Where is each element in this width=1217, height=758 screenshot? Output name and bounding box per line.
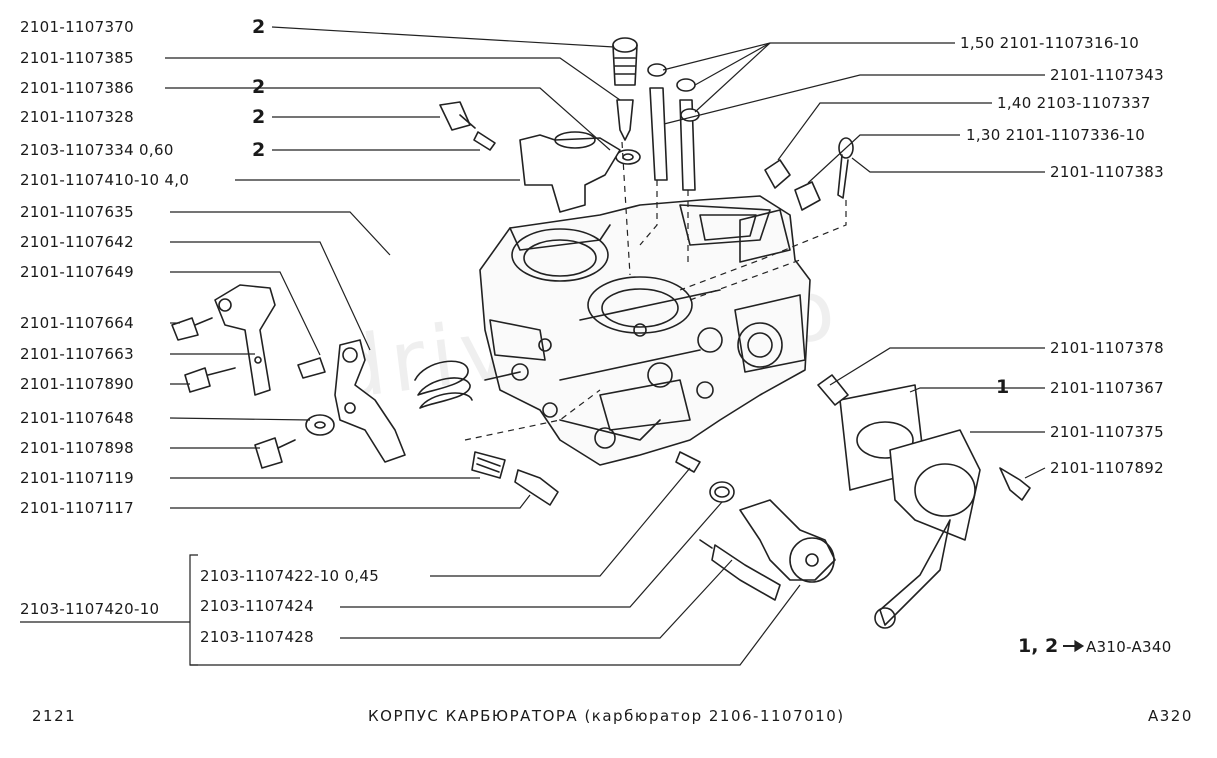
jets-right: [764, 137, 854, 211]
jet-cap-2101-1107370: [612, 37, 638, 86]
label-left-7: 2101-1107642: [20, 233, 134, 251]
label-right-3: 1,30 2101-1107336-10: [966, 126, 1146, 144]
label-left-2: 2101-1107386: [20, 79, 134, 97]
screw-2101-1107898: [254, 437, 296, 469]
label-left-15: 2101-1107117: [20, 499, 134, 517]
footer-title: КОРПУС КАРБЮРАТОРА (карбюратор 2106-1107…: [368, 707, 845, 725]
solenoid-valve: [739, 499, 836, 583]
leader-lines: [20, 26, 1085, 666]
label-right-1: 2101-1107343: [1050, 66, 1164, 84]
kit-item-1: 2103-1107424: [200, 597, 314, 615]
qty-left-0: 2: [252, 16, 266, 38]
ring-2103-1107424: [709, 481, 735, 503]
kit-item-2: 2103-1107428: [200, 628, 314, 646]
label-right-0: 1,50 2101-1107316-10: [960, 34, 1140, 52]
kit-code: 2103-1107420-10: [20, 600, 160, 618]
screw-2101-1107663: [297, 357, 326, 379]
label-right-8: 2101-1107892: [1050, 459, 1164, 477]
footer-page: A320: [1148, 707, 1193, 725]
screw-2101-1107890: [184, 367, 236, 393]
qty-left-4: 2: [252, 139, 266, 161]
jet-2103-1107334: [473, 131, 496, 151]
label-left-6: 2101-1107635: [20, 203, 134, 221]
kit-item-0: 2103-1107422-10 0,45: [200, 567, 380, 585]
screw-2101-1107328: [439, 101, 476, 131]
screw-2101-1107664: [171, 317, 213, 341]
label-right-5: 2101-1107378: [1050, 339, 1164, 357]
diaphragm-cover-2101-1107375: [874, 429, 981, 629]
label-left-12: 2101-1107648: [20, 409, 134, 427]
label-left-0: 2101-1107370: [20, 18, 134, 36]
valve-2103-1107428: [699, 539, 781, 601]
diffuser-2101-1107410-10: [519, 131, 621, 213]
needle-2103-1107422-10: [675, 451, 701, 473]
label-left-14: 2101-1107119: [20, 469, 134, 487]
label-right-7: 2101-1107375: [1050, 423, 1164, 441]
label-left-5: 2101-1107410-10 4,0: [20, 171, 190, 189]
label-right-2: 1,40 2103-1107337: [997, 94, 1151, 112]
qty-left-3: 2: [252, 106, 266, 128]
label-left-3: 2101-1107328: [20, 108, 134, 126]
screw-2101-1107117: [514, 469, 559, 506]
carburetor-body: [479, 195, 811, 466]
lever-2101-1107642: [334, 339, 406, 463]
spring-2101-1107635: [414, 360, 473, 409]
rod-2101-1107378: [817, 374, 849, 406]
label-left-10: 2101-1107663: [20, 345, 134, 363]
jet-2101-1107385: [616, 99, 634, 141]
label-right-4: 2101-1107383: [1050, 163, 1164, 181]
screw-2101-1107119: [471, 451, 506, 479]
dashed-guides: [464, 141, 847, 441]
label-left-8: 2101-1107649: [20, 263, 134, 281]
label-left-11: 2101-1107890: [20, 375, 134, 393]
note-qty: 1, 2: [1018, 635, 1059, 657]
qty-right-6: 1: [996, 376, 1010, 398]
note-ref: A310-A340: [1086, 638, 1172, 656]
qty-left-2: 2: [252, 76, 266, 98]
washer-2101-1107648: [305, 414, 335, 436]
label-left-4: 2103-1107334 0,60: [20, 141, 174, 159]
label-left-13: 2101-1107898: [20, 439, 134, 457]
footer-model: 2121: [32, 707, 77, 725]
screw-2101-1107892: [999, 467, 1031, 501]
label-left-1: 2101-1107385: [20, 49, 134, 67]
emulsion-tubes: [647, 63, 700, 191]
label-right-6: 2101-1107367: [1050, 379, 1164, 397]
bracket-2101-1107649: [214, 284, 276, 396]
label-left-9: 2101-1107664: [20, 314, 134, 332]
